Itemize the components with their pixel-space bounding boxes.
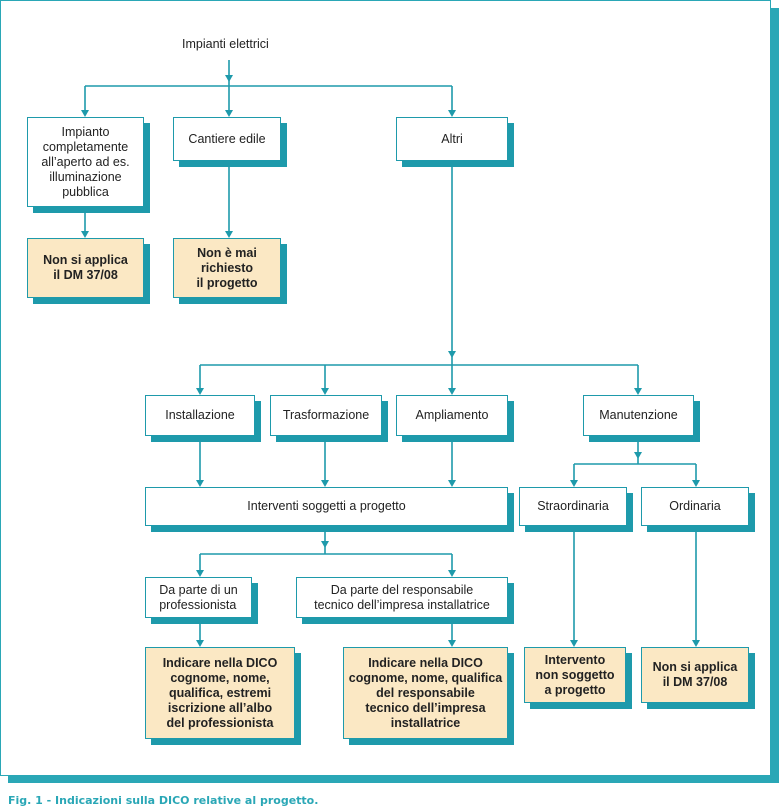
result-non-richiesto: Non è mai richiesto il progetto (173, 238, 281, 298)
box-impianto-aperto: Impianto completamente all’aperto ad es.… (27, 117, 144, 207)
box-cantiere-edile: Cantiere edile (173, 117, 281, 161)
frame-shadow-right (771, 8, 779, 783)
root-label: Impianti elettrici (182, 37, 269, 51)
result-straordinaria: Intervento non soggetto a progetto (524, 647, 626, 703)
box-manutenzione: Manutenzione (583, 395, 694, 436)
box-ordinaria: Ordinaria (641, 487, 749, 526)
frame-shadow-bottom (8, 776, 779, 783)
box-interventi-progetto: Interventi soggetti a progetto (145, 487, 508, 526)
box-trasformazione: Trasformazione (270, 395, 382, 436)
result-non-si-applica-1: Non si applica il DM 37/08 (27, 238, 144, 298)
result-responsabile: Indicare nella DICO cognome, nome, quali… (343, 647, 508, 739)
result-ordinaria: Non si applica il DM 37/08 (641, 647, 749, 703)
box-da-parte-professionista: Da parte di un professionista (145, 577, 252, 618)
result-professionista: Indicare nella DICO cognome, nome, quali… (145, 647, 295, 739)
box-straordinaria: Straordinaria (519, 487, 627, 526)
box-altri: Altri (396, 117, 508, 161)
figure-caption: Fig. 1 - Indicazioni sulla DICO relative… (8, 794, 319, 807)
box-installazione: Installazione (145, 395, 255, 436)
box-da-parte-responsabile: Da parte del responsabile tecnico dell’i… (296, 577, 508, 618)
box-ampliamento: Ampliamento (396, 395, 508, 436)
diagram-frame (0, 0, 771, 776)
